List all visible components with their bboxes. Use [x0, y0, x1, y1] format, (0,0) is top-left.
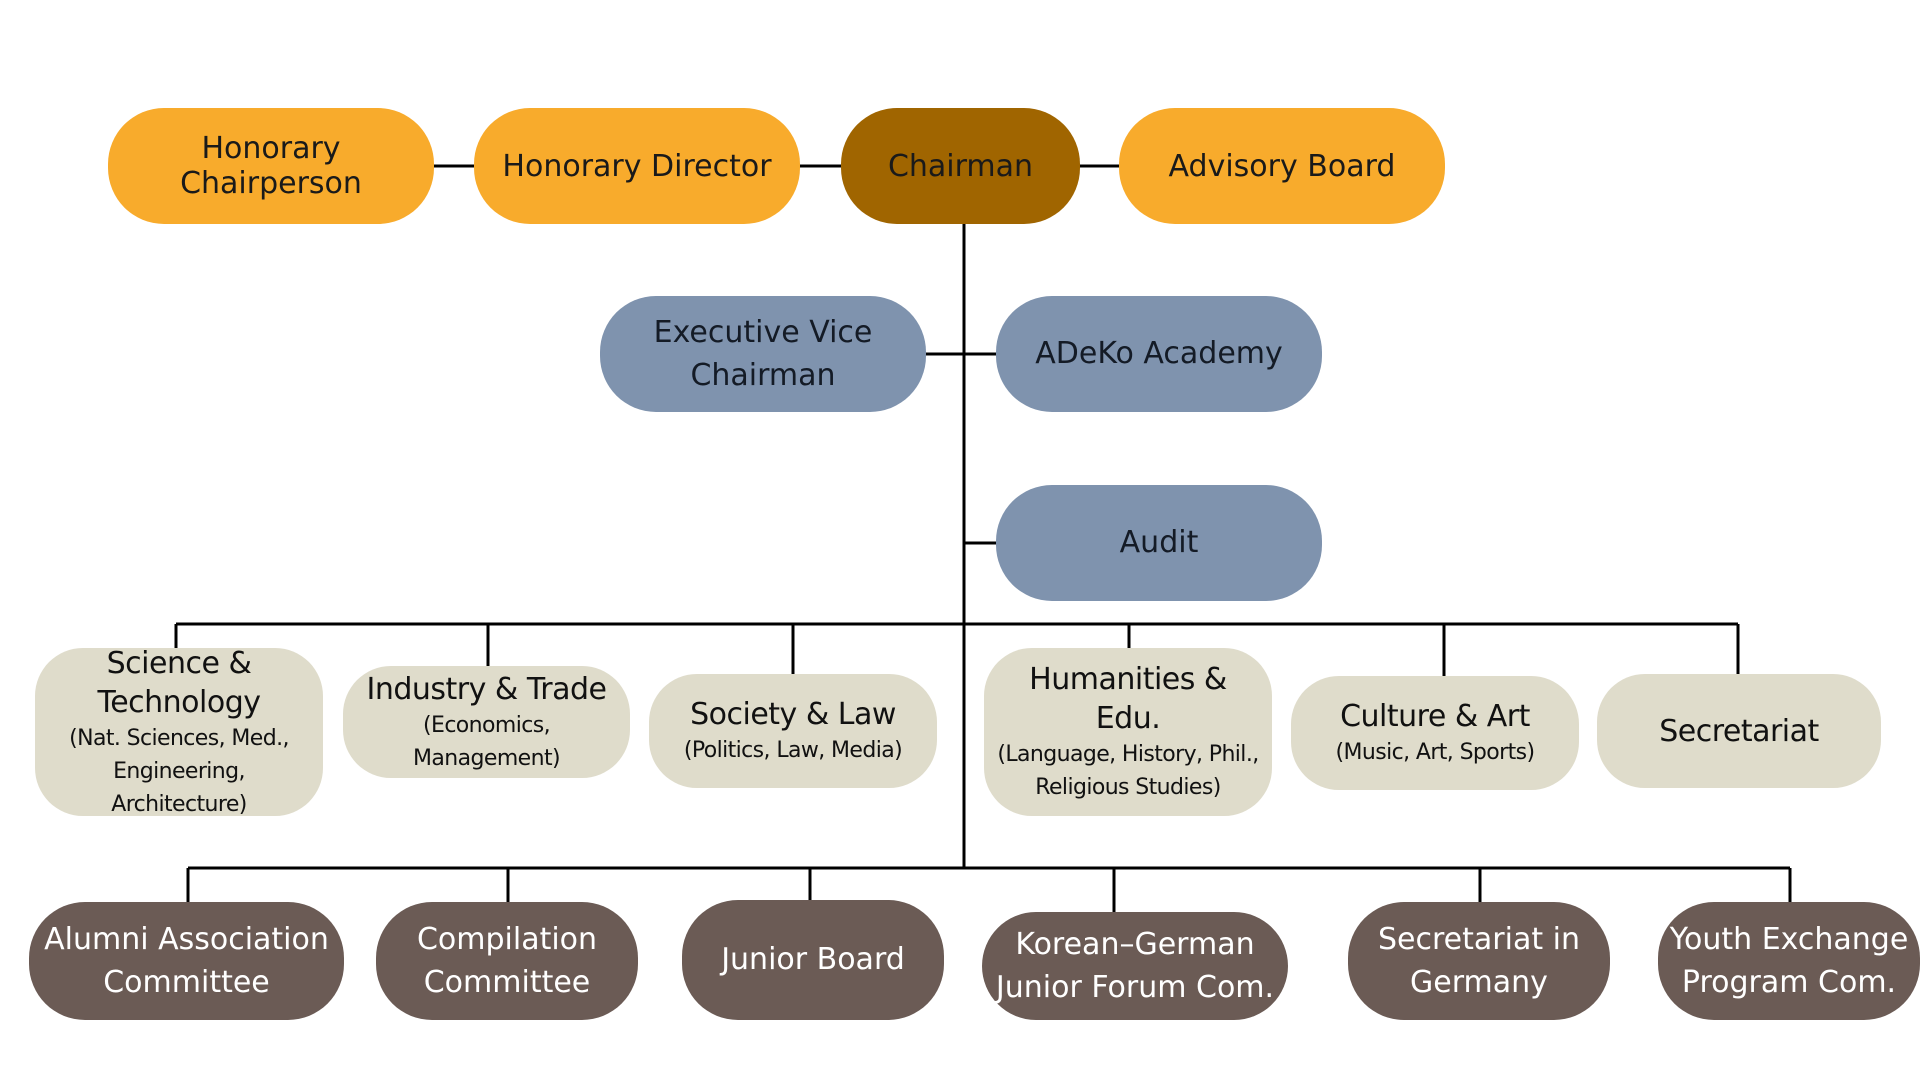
com-label-line1: Secretariat in [1378, 921, 1580, 957]
dept-title: Culture & Art [1340, 699, 1530, 734]
com-label-line2: Junior Forum Com. [995, 970, 1275, 1005]
com-label-line2: Committee [423, 965, 591, 1000]
dept-title: Humanities & Edu. [1029, 662, 1227, 736]
dept-science-technology: Science & Technology (Nat. Sciences, Med… [35, 646, 323, 817]
label-executive-vice-line2: Chairman [690, 358, 836, 393]
com-junior-board: Junior Board [682, 900, 944, 1020]
com-alumni-association: Alumni Association Committee [29, 902, 344, 1020]
dept-title: Secretariat [1659, 713, 1819, 749]
com-secretariat-germany: Secretariat in Germany [1348, 902, 1610, 1020]
com-label-line2: Committee [103, 965, 270, 1000]
box-honorary-director: Honorary Director [474, 108, 800, 224]
com-label-line2: Program Com. [1681, 965, 1897, 1000]
label-executive-vice-line1: Executive Vice [653, 314, 873, 350]
label-adeko-academy: ADeKo Academy [1035, 336, 1283, 372]
com-label-line1: Junior Board [721, 942, 905, 978]
box-adeko-academy: ADeKo Academy [996, 296, 1322, 412]
com-compilation: Compilation Committee [376, 902, 638, 1020]
dept-subtitle: (Language, History, Phil., [997, 742, 1259, 767]
dept-title: Industry & Trade [366, 671, 608, 707]
label-audit: Audit [1119, 525, 1199, 561]
dept-subtitle: (Nat. Sciences, Med., [69, 725, 289, 751]
dept-subtitle: (Music, Art, Sports) [1335, 740, 1536, 765]
dept-secretariat: Secretariat [1597, 674, 1881, 788]
dept-subtitle: (Economics, Management) [413, 712, 561, 771]
com-label-line2: Germany [1410, 965, 1548, 1000]
label-advisory-board: Advisory Board [1168, 148, 1396, 184]
com-label-line1: Korean–German [1015, 926, 1255, 962]
com-youth-exchange-program: Youth Exchange Program Com. [1658, 902, 1920, 1020]
dept-industry-trade: Industry & Trade (Economics, Management) [343, 666, 630, 778]
com-label-line1: Compilation [416, 921, 598, 957]
dept-humanities-education: Humanities & Edu. (Language, History, Ph… [984, 648, 1272, 816]
com-korean-german-junior-forum: Korean–German Junior Forum Com. [982, 912, 1288, 1020]
box-advisory-board: Advisory Board [1119, 108, 1445, 224]
dept-culture-art: Culture & Art (Music, Art, Sports) [1291, 676, 1579, 790]
dept-subtitle: Engineering, Architecture) [111, 758, 247, 817]
box-audit: Audit [996, 485, 1322, 601]
com-label-line1: Alumni Association [44, 921, 329, 957]
label-honorary-director: Honorary Director [502, 148, 772, 184]
dept-subtitle: Religious Studies) [1035, 775, 1221, 800]
dept-title: Society & Law [690, 697, 896, 732]
label-chairman: Chairman [887, 148, 1034, 184]
label-honorary-chairperson: Honorary Chairperson [180, 131, 362, 201]
dept-subtitle: (Politics, Law, Media) [683, 738, 903, 763]
box-chairman: Chairman [841, 108, 1080, 224]
dept-society-law: Society & Law (Politics, Law, Media) [649, 674, 937, 788]
box-honorary-chairperson: Honorary Chairperson [108, 108, 434, 224]
com-label-line1: Youth Exchange [1669, 921, 1909, 957]
dept-title: Science & Technology [97, 645, 261, 720]
box-executive-vice-chairman: Executive Vice Chairman [600, 296, 926, 412]
